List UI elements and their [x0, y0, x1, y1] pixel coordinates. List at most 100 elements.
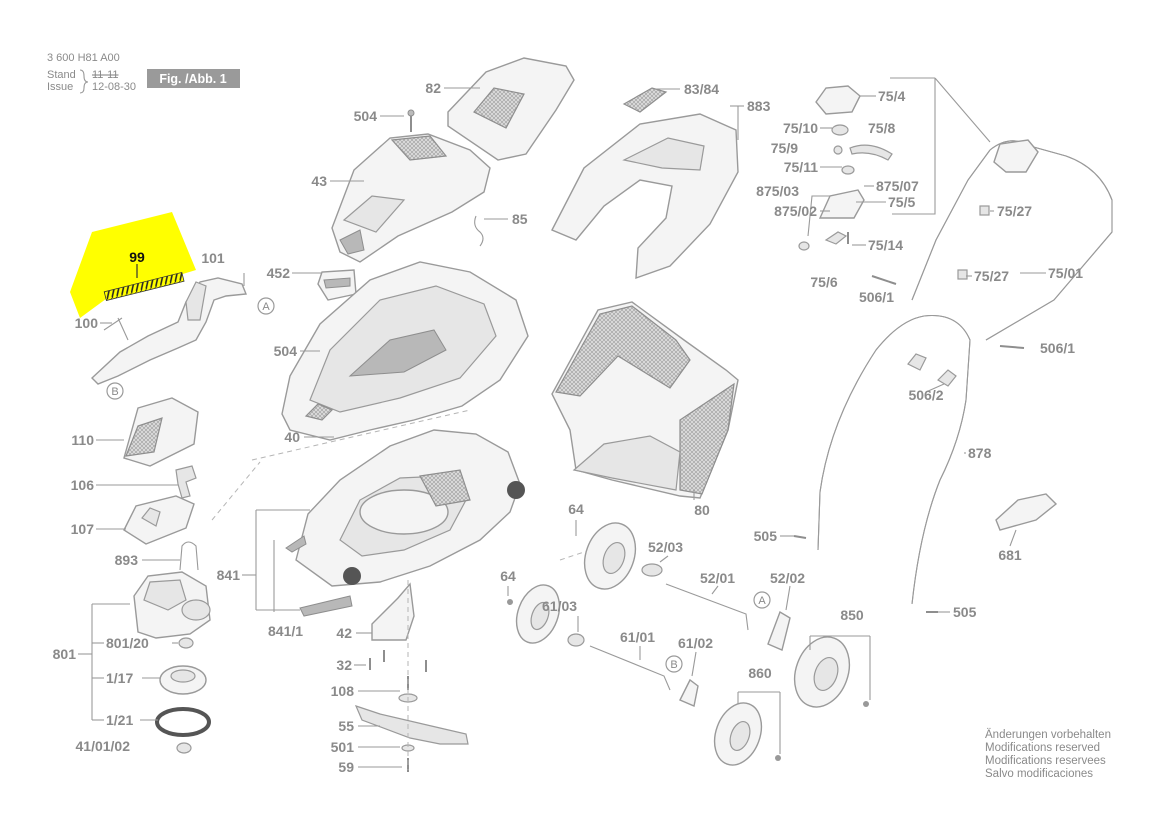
- callout-75-9: 75/9: [771, 140, 798, 156]
- part-80-grassbox: [551, 301, 739, 499]
- callout-875-03: 875/03: [756, 183, 799, 199]
- callout-506-2: 506/2: [908, 387, 943, 403]
- callout-leaders: [78, 87, 1046, 768]
- callout-101: 101: [201, 250, 225, 266]
- callout-506-1-b: 506/1: [1040, 340, 1075, 356]
- part-681-clip: [995, 493, 1058, 531]
- callout-75-27-b: 75/27: [974, 268, 1009, 284]
- callout-61-03: 61/03: [542, 598, 577, 614]
- disclaimer-en: Modifications reserved: [985, 742, 1100, 754]
- document-header: 3 600 H81 A00 Stand Issue 11-11 12-08-30…: [47, 52, 240, 94]
- marker-a-2-label: A: [758, 595, 766, 607]
- callout-99: 99: [129, 249, 145, 265]
- part-841-deck: [295, 429, 525, 587]
- part-101-lever: [90, 277, 247, 385]
- callout-883: 883: [747, 98, 771, 114]
- part-504-screw-a: [407, 109, 415, 132]
- assembly-line-2: [211, 461, 261, 521]
- part-61-02-lever: [679, 678, 699, 707]
- callout-83-84: 83/84: [684, 81, 719, 97]
- part-860-wheel: [713, 702, 781, 766]
- part-883-grassbox-lid: [551, 113, 739, 280]
- callout-75-27-a: 75/27: [997, 203, 1032, 219]
- callout-110: 110: [71, 432, 94, 448]
- part-506-2-knobs: [907, 353, 957, 387]
- callout-893: 893: [115, 552, 139, 568]
- part-40-upper-housing: [281, 261, 529, 441]
- highlight-part-99[interactable]: 99: [70, 212, 196, 318]
- document-code: 3 600 H81 A00: [47, 52, 120, 64]
- part-878-lower-handle: [817, 314, 971, 605]
- spring-icon: [103, 271, 185, 302]
- callout-75-8: 75/8: [868, 120, 895, 136]
- part-801-motor: [133, 571, 211, 754]
- assembly-line-1: [251, 409, 471, 461]
- part-505-screw-a: [793, 535, 807, 539]
- callout-75-5: 75/5: [888, 194, 915, 210]
- disclaimer-es: Salvo modificaciones: [985, 768, 1093, 780]
- callout-32: 32: [336, 657, 352, 673]
- callout-106: 106: [71, 477, 95, 493]
- part-107-housing: [123, 495, 195, 545]
- callout-505-b: 505: [953, 604, 977, 620]
- callout-878: 878: [968, 445, 992, 461]
- callout-75-01: 75/01: [1048, 265, 1083, 281]
- callout-1-17: 1/17: [106, 670, 133, 686]
- part-506-1-screw-b: [999, 345, 1025, 349]
- callout-505-a: 505: [754, 528, 778, 544]
- callout-681: 681: [998, 547, 1022, 563]
- marker-a-1: [257, 297, 275, 315]
- callout-107: 107: [71, 521, 95, 537]
- part-875-switch: [798, 189, 865, 251]
- callout-85: 85: [512, 211, 528, 227]
- part-75-9-pin: [833, 145, 843, 155]
- callout-52-03: 52/03: [648, 539, 683, 555]
- callout-52-02: 52/02: [770, 570, 805, 586]
- part-64-wheel-a: [583, 522, 637, 590]
- marker-b-1-label: B: [111, 386, 118, 398]
- disclaimer-fr: Modifications reservees: [985, 755, 1106, 767]
- stand-value: 11-11: [92, 69, 119, 81]
- part-506-1-screw-a: [871, 275, 897, 285]
- callout-55: 55: [338, 718, 354, 734]
- callout-75-11: 75/11: [784, 159, 818, 175]
- callout-860: 860: [748, 665, 772, 681]
- part-75-27-clip-b: [957, 269, 968, 280]
- part-61-01-axle: [589, 645, 671, 691]
- part-106-switch: [175, 465, 197, 499]
- callout-64-a: 64: [568, 501, 584, 517]
- callout-82: 82: [425, 80, 441, 96]
- part-893-bracket: [179, 541, 199, 571]
- stand-label: Stand: [47, 69, 76, 81]
- callout-504-a: 504: [354, 108, 378, 124]
- part-75-11-clip: [841, 165, 855, 175]
- callout-40: 40: [284, 429, 300, 445]
- callout-75-4: 75/4: [878, 88, 905, 104]
- disclaimer: Änderungen vorbehalten Modifications res…: [985, 729, 1111, 780]
- part-55-blade: [354, 705, 469, 745]
- part-850-wheel: [793, 636, 869, 708]
- part-43-handle-housing: [331, 133, 491, 263]
- callout-108: 108: [331, 683, 355, 699]
- callout-41-01-02: 41/01/02: [76, 738, 131, 754]
- callout-841-1: 841/1: [268, 623, 303, 639]
- callout-43: 43: [311, 173, 327, 189]
- callout-75-14: 75/14: [868, 237, 903, 253]
- part-83-84-handle: [622, 87, 668, 113]
- part-75-01-upper-handle: [911, 139, 1113, 341]
- callout-61-01: 61/01: [620, 629, 655, 645]
- callout-64-b: 64: [500, 568, 516, 584]
- callout-59: 59: [338, 759, 354, 775]
- part-42-flap: [371, 582, 415, 641]
- part-452-switchbox: [317, 269, 357, 301]
- part-32-screws: [369, 650, 427, 672]
- assembly-bracket: [890, 77, 991, 215]
- part-85-spring: [474, 215, 484, 247]
- marker-a-2: [753, 591, 771, 609]
- issue-label: Issue: [47, 81, 73, 93]
- disclaimer-de: Änderungen vorbehalten: [985, 729, 1111, 741]
- callout-506-1-a: 506/1: [859, 289, 894, 305]
- figure-label-box: [147, 69, 240, 88]
- part-75-6-clamp: [824, 231, 848, 245]
